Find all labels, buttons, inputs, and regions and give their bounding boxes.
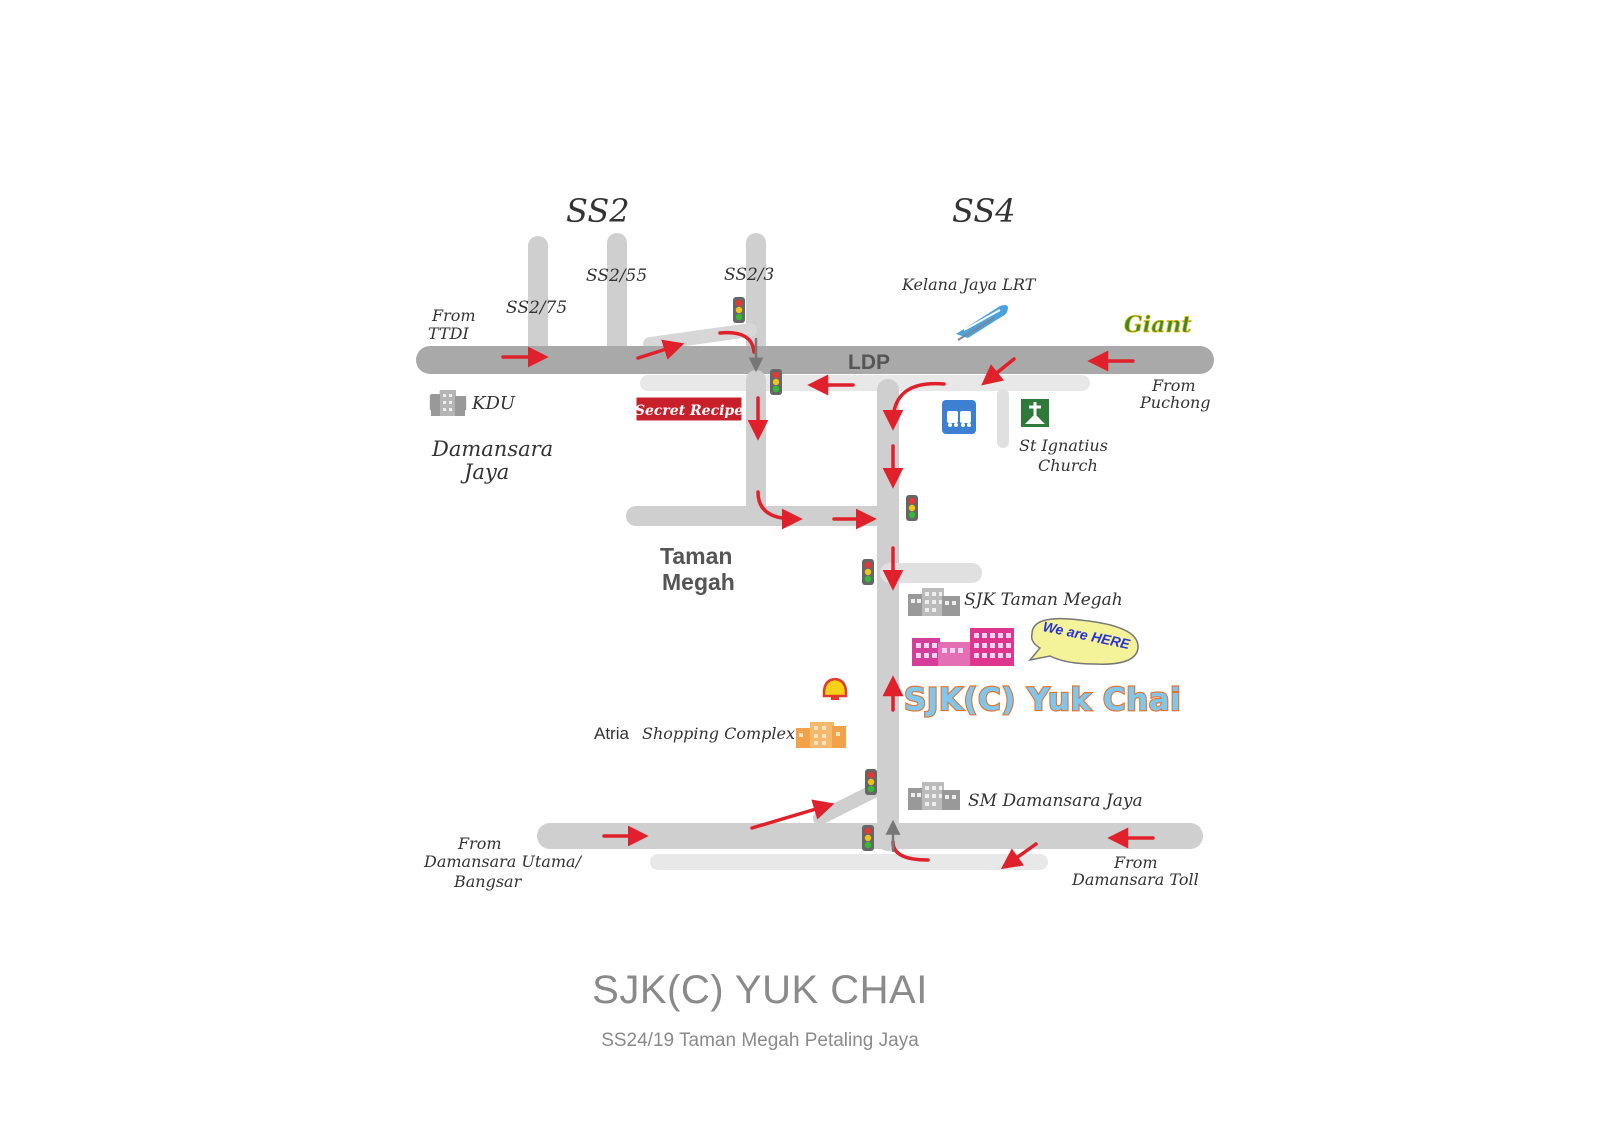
traffic-light-icon <box>865 769 877 795</box>
traffic-light-icon <box>906 495 918 521</box>
label-atria-shopping-complex: Atria Shopping Complex <box>594 724 795 744</box>
atria-building-icon <box>796 722 846 748</box>
traffic-light-icon <box>770 369 782 395</box>
road-bottom-slip <box>813 785 879 825</box>
arrow-ldp-slip <box>636 339 685 360</box>
traffic-light-icon <box>862 559 874 585</box>
origin-ttdi: From TTDI <box>428 306 481 343</box>
sjk-taman-megah-building-icon <box>908 588 960 616</box>
label-sjk-taman-megah: SJK Taman Megah <box>964 590 1123 610</box>
road-label-ss2-3: SS2/3 <box>724 265 774 285</box>
kdu-building-icon <box>431 390 465 416</box>
giant-logo: Giant <box>1124 312 1192 338</box>
arrow-turn-east <box>756 490 803 530</box>
traffic-light-icon <box>733 297 745 323</box>
we-are-here-bubble: We are HERE <box>1028 617 1139 665</box>
label-kelana-jaya-lrt: Kelana Jaya LRT <box>901 275 1037 294</box>
label-kdu: KDU <box>471 393 516 414</box>
district-ss2: SS2 <box>566 192 630 230</box>
train-icon <box>956 305 1008 341</box>
district-ss4: SS4 <box>952 192 1016 230</box>
arrow-into-ss2-3 <box>718 330 756 354</box>
svg-text:Secret Recipe: Secret Recipe <box>635 403 743 419</box>
arrow-bottom-exit <box>1000 842 1038 870</box>
roads <box>416 233 1214 870</box>
traffic-light-icon <box>862 825 874 851</box>
arrow-ldp-exit <box>981 357 1016 386</box>
shell-icon <box>822 677 848 700</box>
area-damansara-jaya: Damansara Jaya <box>431 437 560 484</box>
route-arrows <box>501 330 1155 870</box>
origin-puchong: From Puchong <box>1139 376 1211 412</box>
school-name-label: SJK(C) Yuk Chai <box>904 682 1181 718</box>
road-label-ldp: LDP <box>848 351 890 374</box>
origin-damansara-utama: From Damansara Utama/ Bangsar <box>423 834 586 891</box>
origin-damansara-toll: From Damansara Toll <box>1071 853 1199 889</box>
address: SS24/19 Taman Megah Petaling Jaya <box>601 1030 919 1051</box>
road-label-ss2-75: SS2/75 <box>506 298 567 318</box>
area-taman-megah: Taman Megah <box>660 543 739 595</box>
road-label-ss2-55: SS2/55 <box>586 266 647 286</box>
gray-arrows <box>748 338 901 852</box>
label-st-ignatius-church: St Ignatius Church <box>1019 436 1113 475</box>
yuk-chai-building-icon <box>912 628 1014 666</box>
page-title: SJK(C) YUK CHAI <box>592 968 928 1012</box>
bus-stop-icon <box>942 400 976 434</box>
label-sm-damansara-jaya: SM Damansara Jaya <box>968 791 1143 811</box>
church-icon <box>1021 399 1049 427</box>
secret-recipe-sign: Secret Recipe <box>635 396 743 422</box>
arrow-into-ss24 <box>882 381 946 431</box>
sm-damansara-jaya-building-icon <box>908 782 960 810</box>
arrow-bottom-slip <box>750 799 835 830</box>
